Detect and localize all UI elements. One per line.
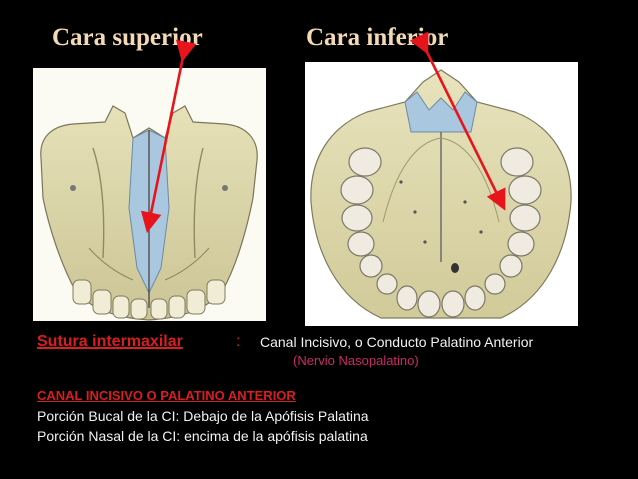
maxilla-superior-drawing [40,105,258,321]
canal-incisivo-heading: CANAL INCISIVO O PALATINO ANTERIOR [37,388,296,403]
title-cara-superior: Cara superior [52,24,203,51]
maxilla-superior-image [33,68,266,321]
title-cara-inferior: Cara inferior [306,24,449,51]
palate-inferior-drawing [310,69,572,319]
sutura-colon: : [236,333,241,350]
palate-inferior-image [305,62,578,326]
porcion-nasal-line: Porción Nasal de la CI: encima de la apó… [37,428,368,444]
nervio-nasopalatino: (Nervio Nasopalatino) [293,353,419,368]
canal-description: Canal Incisivo, o Conducto Palatino Ante… [260,334,534,350]
porcion-bucal-line: Porción Bucal de la CI: Debajo de la Apó… [37,408,369,424]
sutura-intermaxilar-label: Sutura intermaxilar [37,333,183,350]
